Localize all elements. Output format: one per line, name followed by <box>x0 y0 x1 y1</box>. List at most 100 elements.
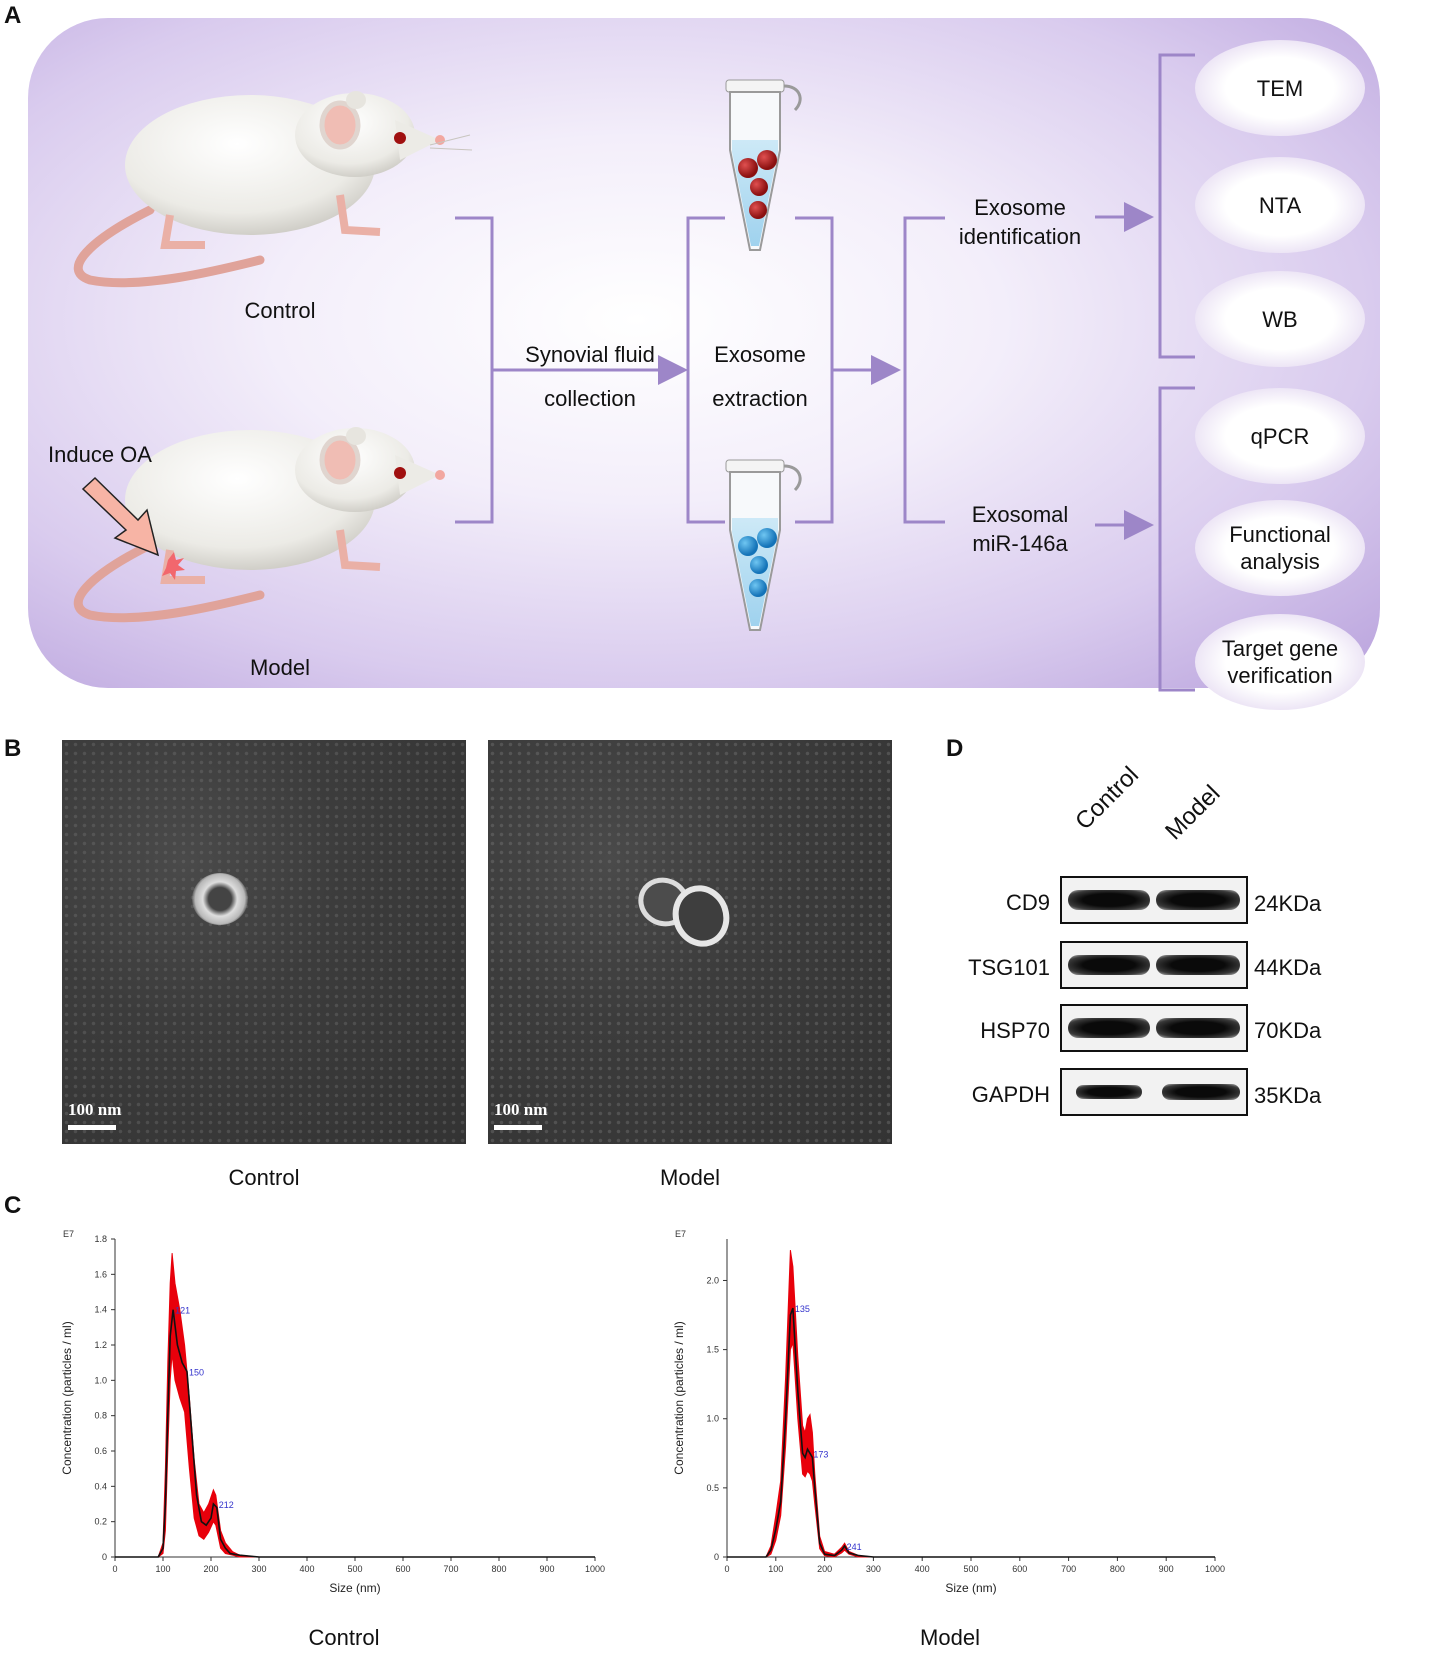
x-tick-label: 700 <box>1061 1564 1076 1574</box>
x-tick-label: 300 <box>251 1564 266 1574</box>
peak-label: 212 <box>219 1500 234 1510</box>
exosome-tube-model <box>725 459 802 631</box>
method-wb: WB <box>1195 271 1365 367</box>
y-tick-label: 1.8 <box>94 1234 107 1244</box>
x-axis-label: Size (nm) <box>945 1581 996 1595</box>
panel-label-d: D <box>946 735 964 762</box>
step-synovial-collection: Synovial fluid collection <box>505 333 675 421</box>
control-rat-label: Control <box>244 298 316 323</box>
y-tick-label: 1.0 <box>94 1375 107 1385</box>
wb-band <box>1162 1084 1240 1100</box>
y-tick-label: 2.0 <box>706 1275 719 1285</box>
y-multiplier: E7 <box>675 1229 686 1239</box>
wb-band <box>1068 890 1150 910</box>
y-tick-label: 0.8 <box>94 1411 107 1421</box>
method-target-line2: verification <box>1227 663 1333 688</box>
wb-band <box>1156 890 1240 910</box>
y-tick-label: 0.4 <box>94 1481 107 1491</box>
tem-image-model: 100 nm <box>488 740 892 1144</box>
peak-label: 135 <box>795 1304 810 1314</box>
exosome-vesicle-control <box>192 873 248 925</box>
method-tem-label: TEM <box>1256 75 1304 101</box>
step-extraction-line2: extraction <box>712 386 808 411</box>
y-tick-label: 1.6 <box>94 1269 107 1279</box>
branch-mirna-line2: miR-146a <box>972 531 1068 556</box>
control-rat-illustration <box>73 91 473 288</box>
method-qpcr-label: qPCR <box>1250 423 1310 449</box>
panel-label-a: A <box>4 2 22 29</box>
induce-oa-label: Induce OA <box>48 442 152 467</box>
peak-label: 150 <box>189 1368 204 1378</box>
x-tick-label: 700 <box>443 1564 458 1574</box>
induce-arrow-icon <box>81 476 160 557</box>
tem-image-control: 100 nm <box>62 740 466 1144</box>
scale-label-control: 100 nm <box>68 1100 122 1119</box>
y-tick-label: 0 <box>102 1552 107 1562</box>
wb-protein-hsp70: HSP70 <box>980 1018 1050 1043</box>
y-tick-label: 0.2 <box>94 1517 107 1527</box>
method-functional-line2: analysis <box>1240 549 1320 574</box>
panel-label-c: C <box>4 1192 22 1219</box>
method-nta: NTA <box>1195 157 1365 253</box>
wb-lane-label-model: Model <box>1160 779 1226 846</box>
wb-protein-tsg101: TSG101 <box>968 955 1050 980</box>
x-tick-label: 400 <box>299 1564 314 1574</box>
mean-line <box>727 1307 1215 1558</box>
peak-label: 121 <box>175 1306 190 1316</box>
x-tick-label: 500 <box>347 1564 362 1574</box>
wb-size-gapdh: 35KDa <box>1254 1083 1322 1108</box>
nta-caption-model: Model <box>920 1625 980 1650</box>
x-tick-label: 100 <box>155 1564 170 1574</box>
tem-specks-control <box>62 740 466 1144</box>
x-tick-label: 200 <box>817 1564 832 1574</box>
method-qpcr: qPCR <box>1195 388 1365 484</box>
mean-line <box>115 1309 595 1558</box>
x-tick-label: 200 <box>203 1564 218 1574</box>
step-synovial-line1: Synovial fluid <box>525 342 655 367</box>
model-rat-illustration <box>73 427 445 623</box>
branch-mirna-line1: Exosomal <box>971 502 1069 527</box>
y-tick-label: 0 <box>714 1552 719 1562</box>
wb-lane-label-control: Control <box>1070 761 1145 836</box>
wb-band <box>1076 1085 1142 1099</box>
x-tick-label: 1000 <box>1205 1564 1225 1574</box>
y-tick-label: 0.5 <box>706 1483 719 1493</box>
step-synovial-line2: collection <box>544 386 636 411</box>
x-tick-label: 300 <box>866 1564 881 1574</box>
tem-caption-model: Model <box>660 1165 720 1190</box>
x-tick-label: 400 <box>915 1564 930 1574</box>
wb-protein-cd9: CD9 <box>1005 890 1050 915</box>
model-rat-label: Model <box>250 655 310 680</box>
x-tick-label: 900 <box>1159 1564 1174 1574</box>
x-tick-label: 900 <box>539 1564 554 1574</box>
workflow-diagram <box>73 53 1195 692</box>
branch-exosome-identification: Exosome identification <box>940 193 1100 251</box>
y-multiplier: E7 <box>63 1229 74 1239</box>
peak-label: 241 <box>847 1542 862 1552</box>
wb-band <box>1156 1018 1240 1038</box>
tem-caption-control: Control <box>228 1165 300 1190</box>
method-wb-label: WB <box>1262 306 1298 332</box>
x-tick-label: 500 <box>963 1564 978 1574</box>
x-tick-label: 100 <box>768 1564 783 1574</box>
x-axis-label: Size (nm) <box>329 1581 380 1595</box>
nta-caption-control: Control <box>308 1625 380 1650</box>
branch-identification-line1: Exosome <box>974 195 1066 220</box>
scale-label-model: 100 nm <box>494 1100 548 1119</box>
step-extraction-line1: Exosome <box>714 342 806 367</box>
panel-label-b: B <box>4 735 22 762</box>
method-target-line1: Target gene <box>1221 636 1339 661</box>
y-tick-label: 0.6 <box>94 1446 107 1456</box>
x-tick-label: 1000 <box>585 1564 605 1574</box>
method-nta-label: NTA <box>1258 192 1302 218</box>
scale-bar-model <box>494 1125 542 1130</box>
x-tick-label: 0 <box>112 1564 117 1574</box>
peak-label: 173 <box>813 1449 828 1459</box>
wb-blot-gapdh <box>1060 1068 1248 1116</box>
wb-blot-hsp70 <box>1060 1004 1248 1052</box>
y-axis-label: Concentration (particles / ml) <box>672 1321 686 1474</box>
x-tick-label: 600 <box>1012 1564 1027 1574</box>
